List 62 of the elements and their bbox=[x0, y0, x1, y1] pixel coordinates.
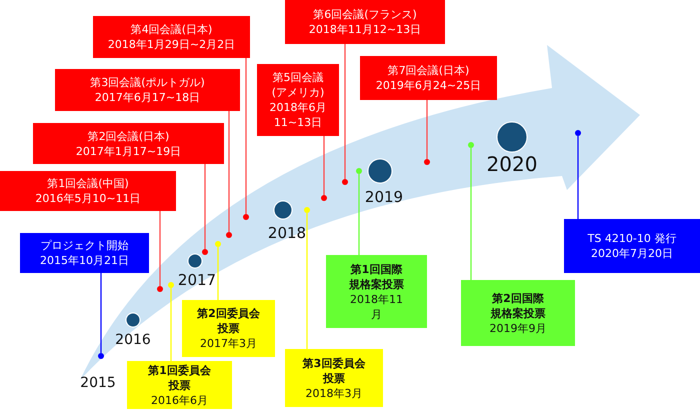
event-box bbox=[55, 69, 240, 111]
leader-line bbox=[170, 288, 172, 361]
event-date: 2018年6月11~13日 bbox=[268, 100, 328, 130]
year-label: 2018 bbox=[268, 224, 306, 242]
event-title: 第1回国際規格案投票 bbox=[348, 262, 405, 292]
event-box bbox=[33, 123, 224, 164]
event-title: 第3回委員会投票 bbox=[302, 356, 366, 386]
leader-line bbox=[344, 44, 346, 179]
event-date: 2018年1月29日~2月2日 bbox=[108, 37, 236, 52]
event-date: 2018年3月 bbox=[306, 386, 362, 400]
event-title: 第7回会議(日本) bbox=[388, 63, 470, 78]
event-box bbox=[0, 171, 176, 211]
event-date: 2019年9月 bbox=[490, 320, 546, 336]
event-title: 第2回会議(日本) bbox=[88, 128, 170, 144]
event-title: 第5回会議(アメリカ) bbox=[270, 70, 326, 100]
leader-line bbox=[358, 174, 360, 255]
event-date: 2017年6月17~18日 bbox=[94, 90, 200, 105]
year-label: 2020 bbox=[486, 152, 538, 176]
event-title: 第1回会議(中国) bbox=[47, 176, 129, 191]
event-date: 2018年11月 bbox=[349, 292, 404, 322]
event-date: 2020年7月20日 bbox=[591, 246, 673, 261]
event-title: TS 4210-10 発行 bbox=[588, 231, 676, 246]
leader-line bbox=[470, 148, 472, 280]
event-title: 第6回会議(フランス) bbox=[313, 7, 417, 22]
event-box bbox=[285, 0, 445, 44]
leader-line bbox=[159, 211, 161, 286]
leader-line bbox=[228, 111, 230, 232]
event-box bbox=[182, 300, 275, 357]
leader-line bbox=[245, 58, 247, 214]
event-box bbox=[257, 64, 339, 136]
event-title: 第4回会議(日本) bbox=[130, 22, 212, 37]
event-box bbox=[326, 255, 427, 328]
event-title: 第2回委員会投票 bbox=[196, 306, 261, 336]
event-box bbox=[360, 56, 497, 100]
year-label: 2019 bbox=[364, 188, 404, 206]
leader-line bbox=[100, 273, 102, 353]
event-box bbox=[564, 219, 700, 273]
leader-line bbox=[204, 164, 206, 249]
event-box bbox=[93, 16, 250, 58]
event-box bbox=[127, 361, 232, 409]
event-title: プロジェクト開始 bbox=[40, 238, 128, 253]
event-box bbox=[20, 233, 149, 273]
leader-line bbox=[577, 136, 579, 219]
event-title: 第3回会議(ポルトガル) bbox=[90, 75, 205, 90]
leader-line bbox=[323, 136, 325, 195]
event-box bbox=[461, 280, 575, 346]
year-label: 2016 bbox=[115, 332, 151, 348]
event-title: 第2回国際規格案投票 bbox=[490, 290, 546, 320]
event-date: 2016年6月 bbox=[151, 392, 208, 408]
leader-line bbox=[217, 247, 219, 300]
leader-line bbox=[426, 100, 428, 159]
year-label: 2017 bbox=[178, 271, 216, 289]
event-date: 2019年6月24~25日 bbox=[376, 78, 482, 93]
event-date: 2017年1月17~19日 bbox=[76, 144, 182, 158]
event-title: 第1回委員会投票 bbox=[147, 362, 212, 392]
leader-line bbox=[306, 213, 308, 349]
event-date: 2015年10月21日 bbox=[40, 253, 129, 268]
event-date: 2017年3月 bbox=[200, 336, 257, 351]
year-label: 2015 bbox=[80, 375, 116, 391]
event-box bbox=[285, 349, 383, 407]
event-date: 2016年5月10~11日 bbox=[35, 191, 141, 206]
event-date: 2018年11月12~13日 bbox=[308, 22, 422, 37]
